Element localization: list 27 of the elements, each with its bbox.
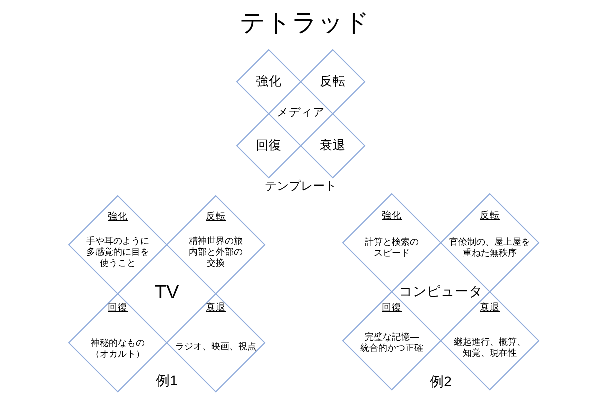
quadrant-heading: 回復 [108, 302, 128, 314]
quadrant-text: 計算と検索のスピード [364, 237, 420, 259]
medium-name: コンピュータ [399, 284, 483, 300]
quadrant-text: 継起進行、概算、知覚、現在性 [453, 337, 527, 359]
quadrant-text: 神秘的なもの（オカルト） [90, 338, 146, 360]
quadrant-heading: 回復 [256, 138, 282, 154]
tetrad-caption: テンプレート [265, 178, 337, 194]
quadrant-heading: 強化 [108, 211, 128, 223]
quadrant-text: 完璧な記憶―統合的かつ正確 [360, 332, 424, 354]
tetrad-caption: 例2 [430, 374, 452, 390]
quadrant-heading: 反転 [206, 211, 226, 223]
quadrant-heading: 強化 [382, 210, 402, 222]
quadrant-heading: 衰退 [320, 138, 346, 154]
quadrant-text: 手や耳のように多感覚的に目を使うこと [86, 236, 150, 268]
quadrant-text: 官僚制の、屋上屋を重ねた無秩序 [448, 237, 532, 259]
quadrant-heading: 回復 [382, 302, 402, 314]
quadrant-text: ラジオ、映画、視点 [174, 342, 258, 352]
quadrant-heading: 強化 [256, 74, 282, 90]
tetrad-caption: 例1 [156, 372, 178, 390]
medium-name: TV [154, 282, 180, 306]
quadrant-heading: 衰退 [206, 302, 226, 314]
quadrant-text: 精神世界の旅内部と外部の交換 [188, 236, 244, 268]
quadrant-heading: 反転 [320, 74, 346, 90]
quadrant-heading: 衰退 [480, 302, 500, 314]
quadrant-heading: 反転 [480, 210, 500, 222]
medium-name: メディア [277, 107, 325, 121]
title: テトラッド [240, 8, 370, 38]
